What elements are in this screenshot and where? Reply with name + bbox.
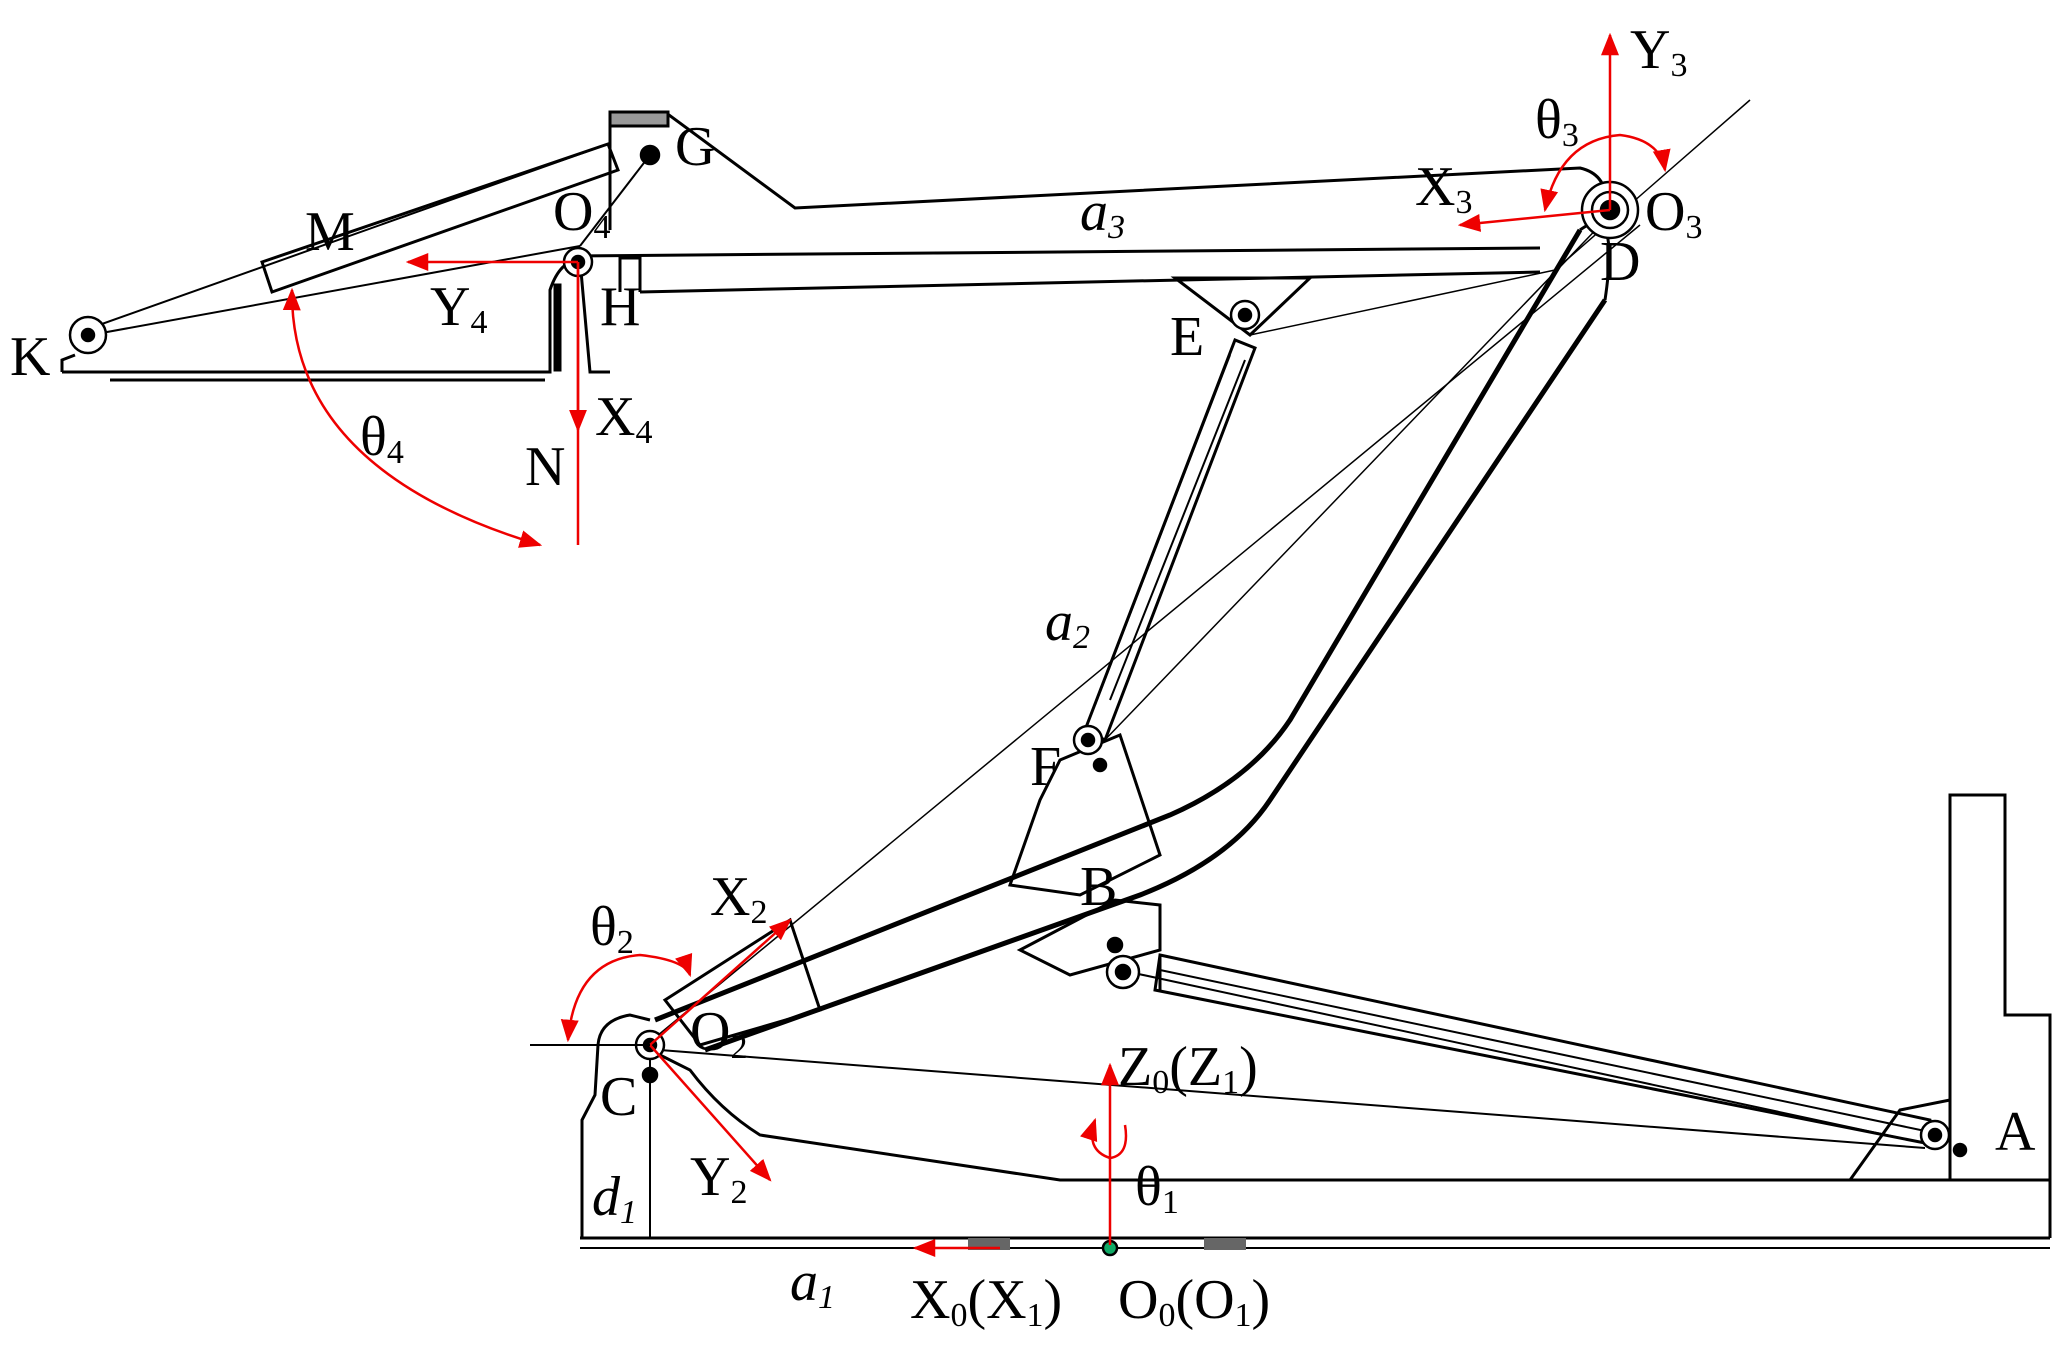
- svg-text:X2: X2: [710, 866, 767, 931]
- svg-text:X3: X3: [1415, 156, 1472, 221]
- svg-text:O3: O3: [1645, 181, 1702, 246]
- pivots: [68, 144, 1968, 1257]
- label-g: G: [675, 116, 715, 178]
- svg-text:d1: d1: [592, 1166, 637, 1231]
- rail-pad-right: [1204, 1238, 1246, 1250]
- label-d1: d: [592, 1166, 621, 1228]
- svg-text:F: F: [1030, 736, 1061, 798]
- label-k: K: [10, 326, 50, 388]
- label-y3: Y: [1630, 19, 1670, 81]
- label-x3: X: [1415, 156, 1455, 218]
- label-x0: X: [910, 1269, 950, 1331]
- svg-text:K: K: [10, 326, 50, 388]
- svg-text:θ4: θ4: [360, 406, 404, 471]
- label-x4: X: [595, 386, 635, 448]
- coordinate-axes: [282, 32, 1671, 1257]
- label-o4: O: [553, 181, 593, 243]
- cylinder-fe: [1083, 338, 1257, 743]
- label-x2: X: [710, 866, 750, 928]
- svg-text:O4: O4: [553, 181, 610, 246]
- svg-text:θ1: θ1: [1135, 1156, 1179, 1221]
- svg-text:B: B: [1080, 856, 1117, 918]
- lift-cylinder-ba: [659, 953, 1937, 1149]
- svg-text:a3: a3: [1080, 181, 1125, 246]
- svg-text:Z0(Z1): Z0(Z1): [1118, 1036, 1258, 1101]
- label-a3: a: [1080, 181, 1108, 243]
- svg-text:N: N: [525, 436, 565, 498]
- label-m: M: [305, 201, 355, 263]
- label-z0: Z: [1118, 1036, 1152, 1098]
- label-theta2: θ: [590, 896, 617, 958]
- svg-text:E: E: [1170, 306, 1204, 368]
- label-o0: O: [1118, 1269, 1158, 1331]
- svg-text:Y2: Y2: [690, 1146, 747, 1211]
- label-y4: Y: [430, 276, 470, 338]
- svg-text:X4: X4: [595, 386, 652, 451]
- svg-text:O0(O1): O0(O1): [1118, 1269, 1270, 1334]
- svg-text:A: A: [1995, 1101, 2036, 1163]
- label-a: A: [1995, 1101, 2036, 1163]
- svg-text:D: D: [1600, 231, 1640, 293]
- label-theta4: θ: [360, 406, 387, 468]
- lower-boom: [639, 214, 1641, 1053]
- pivot-g: [639, 144, 661, 166]
- svg-text:Y4: Y4: [430, 276, 487, 341]
- label-theta3: θ: [1535, 89, 1562, 151]
- label-h: H: [600, 276, 640, 338]
- label-theta1: θ: [1135, 1156, 1162, 1218]
- svg-text:M: M: [305, 201, 355, 263]
- svg-text:Y3: Y3: [1630, 19, 1687, 84]
- svg-text:G: G: [675, 116, 715, 178]
- label-e: E: [1170, 306, 1204, 368]
- label-d: D: [1600, 231, 1640, 293]
- label-o3: O: [1645, 181, 1685, 243]
- label-b: B: [1080, 856, 1117, 918]
- base-frame: [580, 793, 2052, 1249]
- svg-text:a1: a1: [790, 1251, 835, 1316]
- svg-text:θ3: θ3: [1535, 89, 1579, 154]
- label-n: N: [525, 436, 565, 498]
- label-y2: Y: [690, 1146, 730, 1208]
- label-f: F: [1030, 736, 1061, 798]
- svg-text:X0(X1): X0(X1): [910, 1269, 1062, 1334]
- svg-text:C: C: [600, 1066, 637, 1128]
- svg-text:θ2: θ2: [590, 896, 634, 961]
- label-a1: a: [790, 1251, 818, 1313]
- label-c: C: [600, 1066, 637, 1128]
- label-a2: a: [1045, 591, 1073, 653]
- svg-text:H: H: [600, 276, 640, 338]
- label-o2: O: [690, 1001, 730, 1063]
- svg-text:O2: O2: [690, 1001, 747, 1066]
- labels: G M O4 H K Y4 X4 N θ4 Y3 θ3 X3 O3 D a3 E…: [10, 19, 2036, 1334]
- svg-text:a2: a2: [1045, 591, 1090, 656]
